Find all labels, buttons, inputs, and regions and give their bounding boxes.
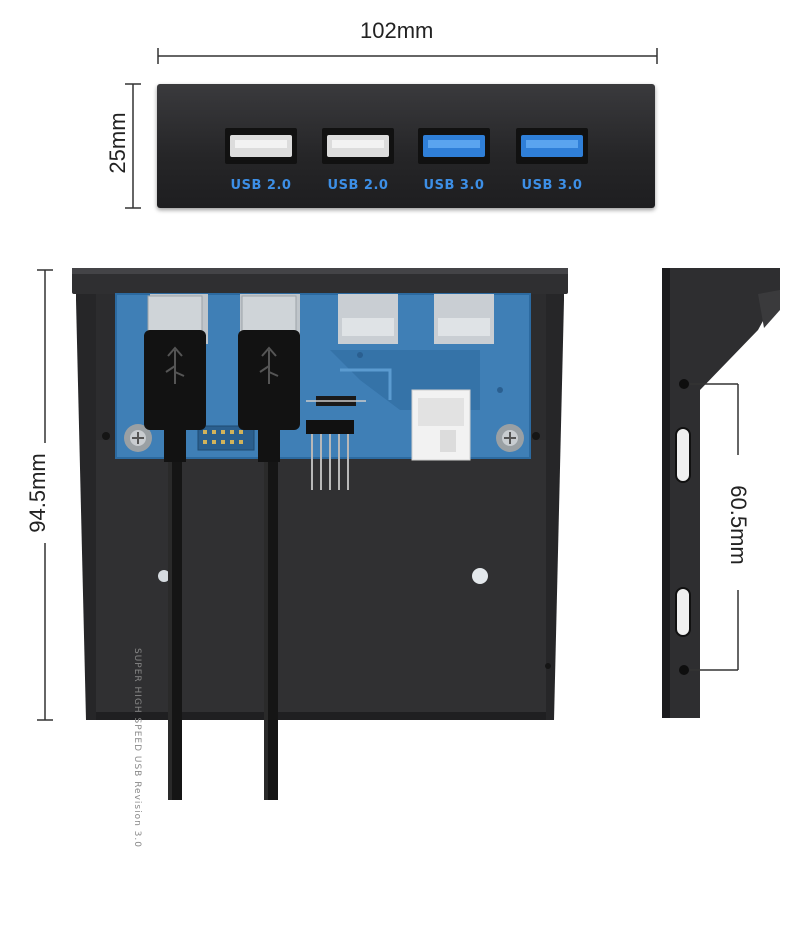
usb-port-4 [516,128,588,164]
back-assembly-drawing [72,268,568,800]
front-view: 102mm 25mm USB 2.0 USB 2.0 USB 3.0 USB 3… [0,0,800,230]
cable-printed-text: SUPER HIGH SPEED USB Revision 3.0 [132,648,142,848]
panel-height-dimension-line [125,83,141,209]
width-dimension-line [157,48,658,64]
width-label: 102mm [360,18,434,43]
port-label-1: USB 2.0 [230,178,292,193]
side-view: 60.5mm [640,250,800,730]
port-label-2: USB 2.0 [327,178,389,193]
mount-spacing-label: 60.5mm [726,485,751,565]
usb-port-2 [322,128,394,164]
port-label-3: USB 3.0 [423,178,485,193]
usb-port-3 [418,128,490,164]
back-view: 94.5mm [0,240,620,848]
panel-height-label: 25mm [105,112,130,174]
usb-port-1 [225,128,297,164]
port-label-4: USB 3.0 [521,178,583,193]
total-height-label: 94.5mm [25,443,51,543]
side-bracket-drawing [662,268,780,718]
